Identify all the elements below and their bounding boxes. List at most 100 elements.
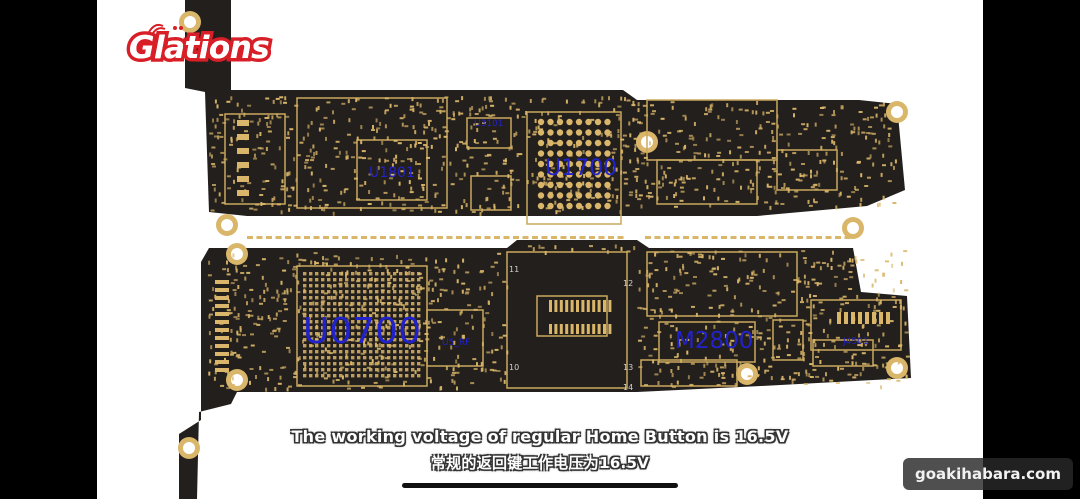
smd-component (718, 313, 720, 318)
smd-component (809, 293, 812, 298)
smd-component (329, 284, 332, 289)
smd-component (731, 348, 734, 353)
smd-component (612, 155, 614, 160)
smd-component (272, 99, 275, 104)
smd-component (304, 161, 309, 164)
smd-component (217, 131, 222, 134)
smd-component (873, 305, 876, 310)
smd-component (483, 141, 487, 144)
smd-component (797, 357, 802, 360)
home-indicator[interactable] (402, 483, 678, 488)
smd-component (471, 325, 474, 330)
smd-component (689, 383, 694, 386)
smd-component (425, 320, 428, 325)
smd-component (801, 250, 806, 253)
smd-component (451, 378, 454, 383)
smd-component (367, 157, 372, 160)
pad (405, 350, 409, 354)
smd-component (435, 259, 437, 264)
bga-ball (566, 160, 573, 168)
smd-component (214, 124, 217, 129)
pad (315, 278, 319, 282)
smd-component (739, 134, 744, 137)
smd-component (267, 115, 270, 119)
smd-component (491, 292, 494, 297)
smd-component (545, 181, 548, 186)
smd-component (485, 312, 490, 315)
smd-component (460, 309, 463, 314)
smd-component (722, 159, 725, 163)
smd-component (781, 149, 784, 154)
smd-component (227, 268, 229, 273)
smd-component (638, 287, 641, 292)
smd-component (811, 278, 816, 281)
smd-component (230, 136, 233, 141)
bga-ball (604, 118, 611, 126)
smd-component (773, 185, 776, 190)
smd-component (286, 136, 290, 139)
smd-component (577, 188, 580, 193)
pad (369, 308, 373, 312)
edge-pad (503, 236, 510, 239)
smd-component (490, 96, 492, 101)
smd-component (417, 272, 422, 275)
smd-component (816, 170, 819, 175)
smd-component (227, 370, 230, 375)
smd-component (374, 278, 377, 283)
smd-component (647, 283, 650, 288)
smd-component (528, 129, 531, 134)
pad (393, 320, 397, 324)
smd-component (644, 384, 648, 387)
pad (321, 344, 325, 348)
smd-component (874, 343, 877, 348)
smd-component (430, 205, 433, 210)
smd-component (256, 134, 259, 139)
smd-component (323, 262, 328, 265)
smd-component (466, 163, 469, 168)
smd-component (218, 352, 223, 355)
pad (363, 320, 367, 324)
pad (411, 374, 415, 378)
smd-component (469, 112, 472, 117)
pad (369, 290, 373, 294)
smd-component (542, 97, 547, 100)
connector-pin (581, 300, 585, 312)
smd-component (438, 134, 441, 139)
smd-component (779, 318, 782, 323)
chip-label-m2800: M2800 (675, 328, 754, 354)
smd-component (771, 122, 776, 125)
smd-component (476, 362, 478, 367)
pad (369, 344, 373, 348)
edge-pad (673, 236, 680, 239)
connector-pin (559, 324, 563, 334)
smd-component (745, 334, 750, 337)
smd-component (824, 190, 829, 193)
smd-component (368, 329, 372, 332)
smd-component (219, 113, 224, 116)
smd-component (709, 203, 712, 208)
connector-pin (549, 324, 552, 334)
smd-component (690, 362, 695, 365)
smd-component (378, 343, 381, 348)
smd-component (862, 362, 867, 365)
smd-component (693, 143, 698, 146)
smd-component (408, 271, 411, 276)
smd-component (590, 118, 595, 121)
smd-component (509, 105, 512, 110)
bga-ball (566, 202, 573, 210)
smd-component (722, 181, 725, 185)
bga-ball (604, 150, 611, 157)
smd-component (427, 377, 432, 379)
smd-component (233, 179, 235, 184)
smd-component (249, 368, 254, 370)
edge-pad (711, 236, 718, 239)
smd-component (427, 119, 432, 122)
smd-component (370, 363, 375, 366)
smd-component (257, 147, 262, 150)
smd-component (622, 171, 627, 174)
smd-component (553, 142, 557, 145)
smd-component (747, 375, 752, 378)
pad (369, 302, 373, 306)
pad (339, 278, 343, 282)
smd-component (481, 208, 484, 213)
